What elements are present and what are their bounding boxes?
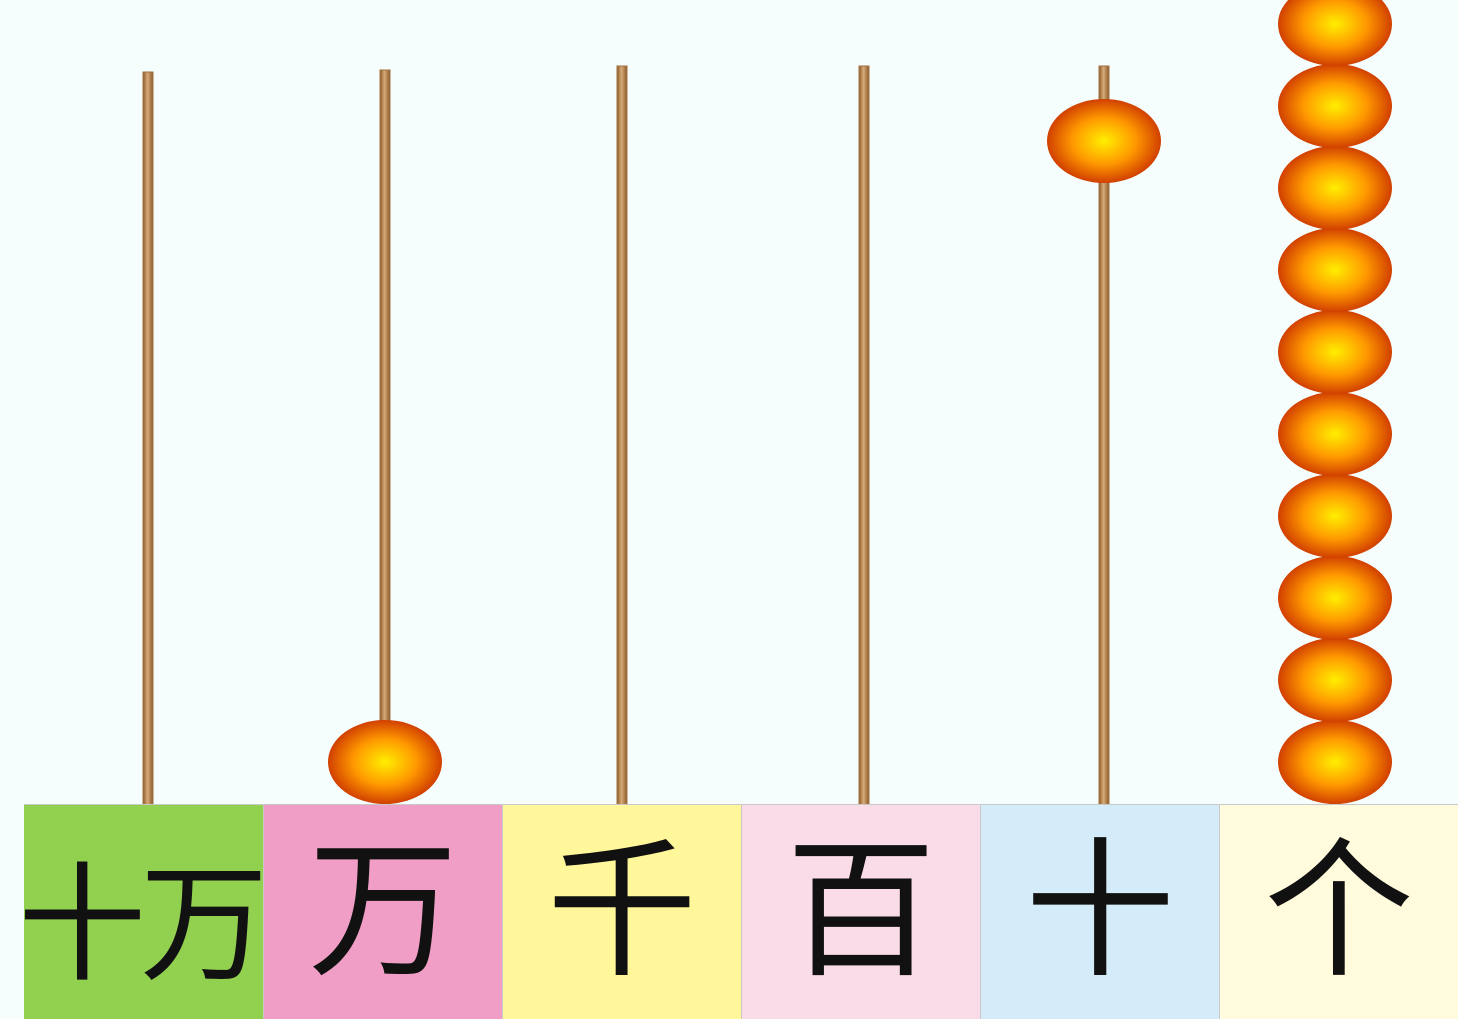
rod-hundred-thousands bbox=[143, 72, 153, 810]
place-label-thousands: 千 bbox=[503, 827, 741, 997]
bead-ones bbox=[1278, 392, 1392, 476]
rod-ten-thousands bbox=[380, 70, 390, 806]
place-cell-thousands: 千 bbox=[502, 804, 741, 1019]
bead-ten-thousands bbox=[328, 720, 442, 804]
place-cell-hundred-thousands: 十万 bbox=[24, 804, 263, 1019]
place-cell-tens: 十 bbox=[980, 804, 1219, 1019]
place-label-hundreds: 百 bbox=[742, 827, 980, 997]
rod-thousands bbox=[617, 66, 627, 806]
bead-ones bbox=[1278, 556, 1392, 640]
bead-ones bbox=[1278, 64, 1392, 148]
bead-ones bbox=[1278, 474, 1392, 558]
place-cell-ten-thousands: 万 bbox=[263, 804, 502, 1019]
place-label-ones: 个 bbox=[1220, 827, 1458, 997]
place-value-labels: 十万 万 千 百 十 个 bbox=[24, 804, 1458, 1019]
place-cell-hundreds: 百 bbox=[741, 804, 980, 1019]
place-label-tens: 十 bbox=[981, 827, 1219, 997]
bead-tens bbox=[1047, 99, 1161, 183]
bead-ones bbox=[1278, 638, 1392, 722]
place-cell-ones: 个 bbox=[1219, 804, 1458, 1019]
bead-ones bbox=[1278, 310, 1392, 394]
place-label-hundred-thousands: 十万 bbox=[10, 841, 270, 1011]
bead-ones bbox=[1278, 0, 1392, 66]
bead-ones bbox=[1278, 228, 1392, 312]
rod-hundreds bbox=[859, 66, 869, 806]
place-label-ten-thousands: 万 bbox=[264, 827, 502, 997]
bead-ones bbox=[1278, 720, 1392, 804]
bead-ones bbox=[1278, 146, 1392, 230]
